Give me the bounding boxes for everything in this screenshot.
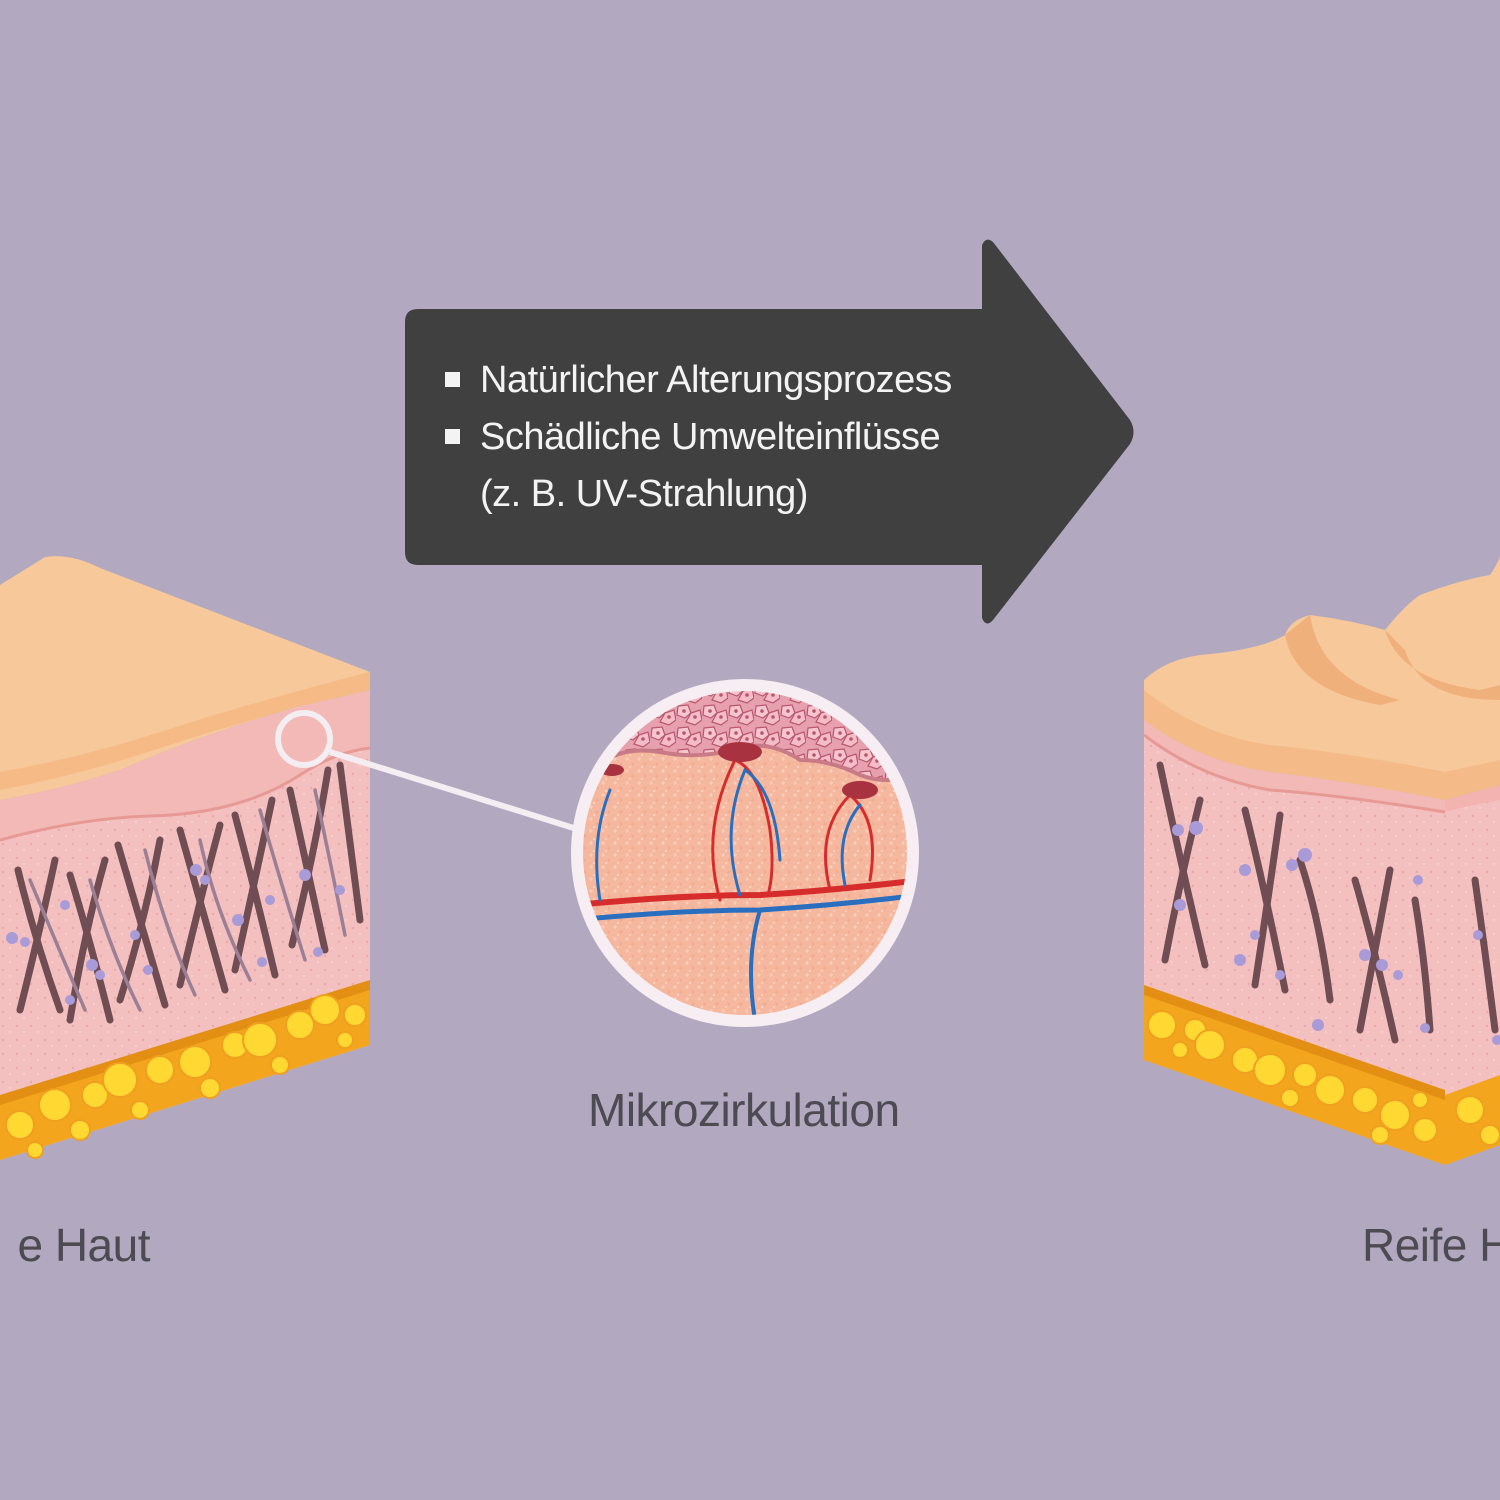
magnifier-connector (329, 749, 581, 833)
microcirculation-detail (571, 679, 919, 1027)
process-arrow (405, 239, 1134, 624)
bullet-continuation: (z. B. UV-Strahlung) (480, 473, 808, 515)
young-skin-block (0, 556, 581, 1160)
young-skin-label: e Haut (17, 1219, 150, 1271)
bullet-square-icon (445, 429, 460, 444)
bullet-text: Natürlicher Alterungsprozess (480, 359, 952, 401)
mature-skin-block (1143, 555, 1500, 1165)
bullet-aging-process: Natürlicher Alterungsprozess (442, 352, 1002, 409)
magnifier-ring (275, 710, 333, 768)
bullet-environmental-damage: Schädliche Umwelteinflüsse (442, 409, 1002, 466)
young-skin-surface (0, 556, 370, 800)
bullet-square-icon (445, 372, 460, 387)
microcirculation-label: Mikrozirkulation (588, 1084, 900, 1136)
microcirculation-frame (571, 679, 919, 1027)
bullet-text: Schädliche Umwelteinflüsse (480, 416, 941, 458)
elastin-dots (6, 864, 345, 1005)
mature-skin-label: Reife H (1362, 1219, 1500, 1271)
arrow-text-block: Natürlicher Alterungsprozess Schädliche … (442, 352, 1002, 523)
collagen-fibers (14, 761, 364, 1024)
